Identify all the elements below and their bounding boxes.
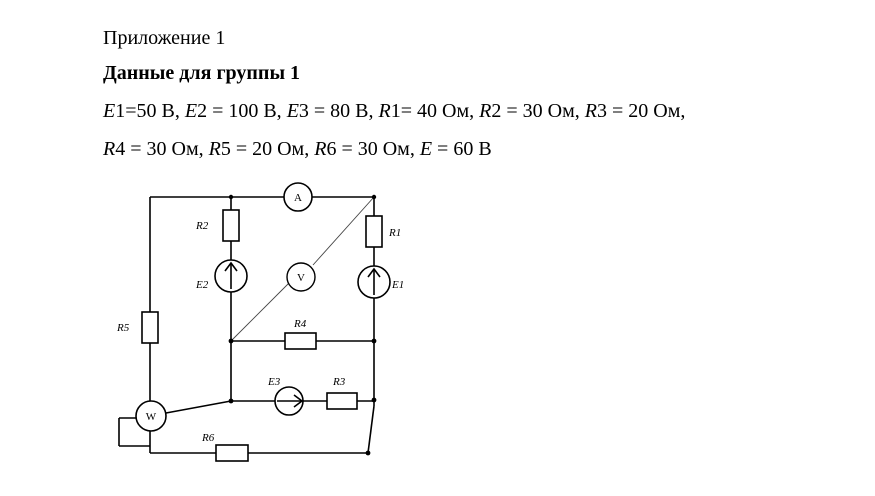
junction-dots [228,194,377,456]
values-line-1: E1=50 В, E2 = 100 В, E3 = 80 В, R1= 40 О… [103,100,686,122]
r1-label: R1 [388,227,401,239]
r5-resistor [141,311,159,344]
e2-label: E2 [195,279,209,291]
e1-source [357,265,391,299]
wattmeter: W [135,400,167,432]
r6-label: R6 [201,432,215,444]
ammeter-label: A [294,192,302,204]
circuit-wires [118,196,375,454]
voltmeter: V [286,262,316,292]
r5-label: R5 [116,322,130,334]
r6-resistor [215,444,249,462]
e2-source [214,259,248,293]
group-title: Данные для группы 1 [103,62,301,84]
e3-label: E3 [267,376,281,388]
r2-resistor [222,209,240,242]
wattmeter-label: W [146,411,157,423]
e3-source [274,386,304,416]
voltmeter-label: V [297,272,305,284]
r4-label: R4 [293,318,307,330]
r2-label: R2 [195,220,209,232]
appendix-heading: Приложение 1 [103,27,226,49]
r3-label: R3 [332,376,346,388]
r1-resistor [365,215,383,248]
r4-resistor [284,332,317,350]
ammeter: A [283,182,313,212]
r3-resistor [326,392,358,410]
values-line-2: R4 = 30 Ом, R5 = 20 Ом, R6 = 30 Ом, E = … [103,138,492,160]
e1-label: E1 [391,279,404,291]
